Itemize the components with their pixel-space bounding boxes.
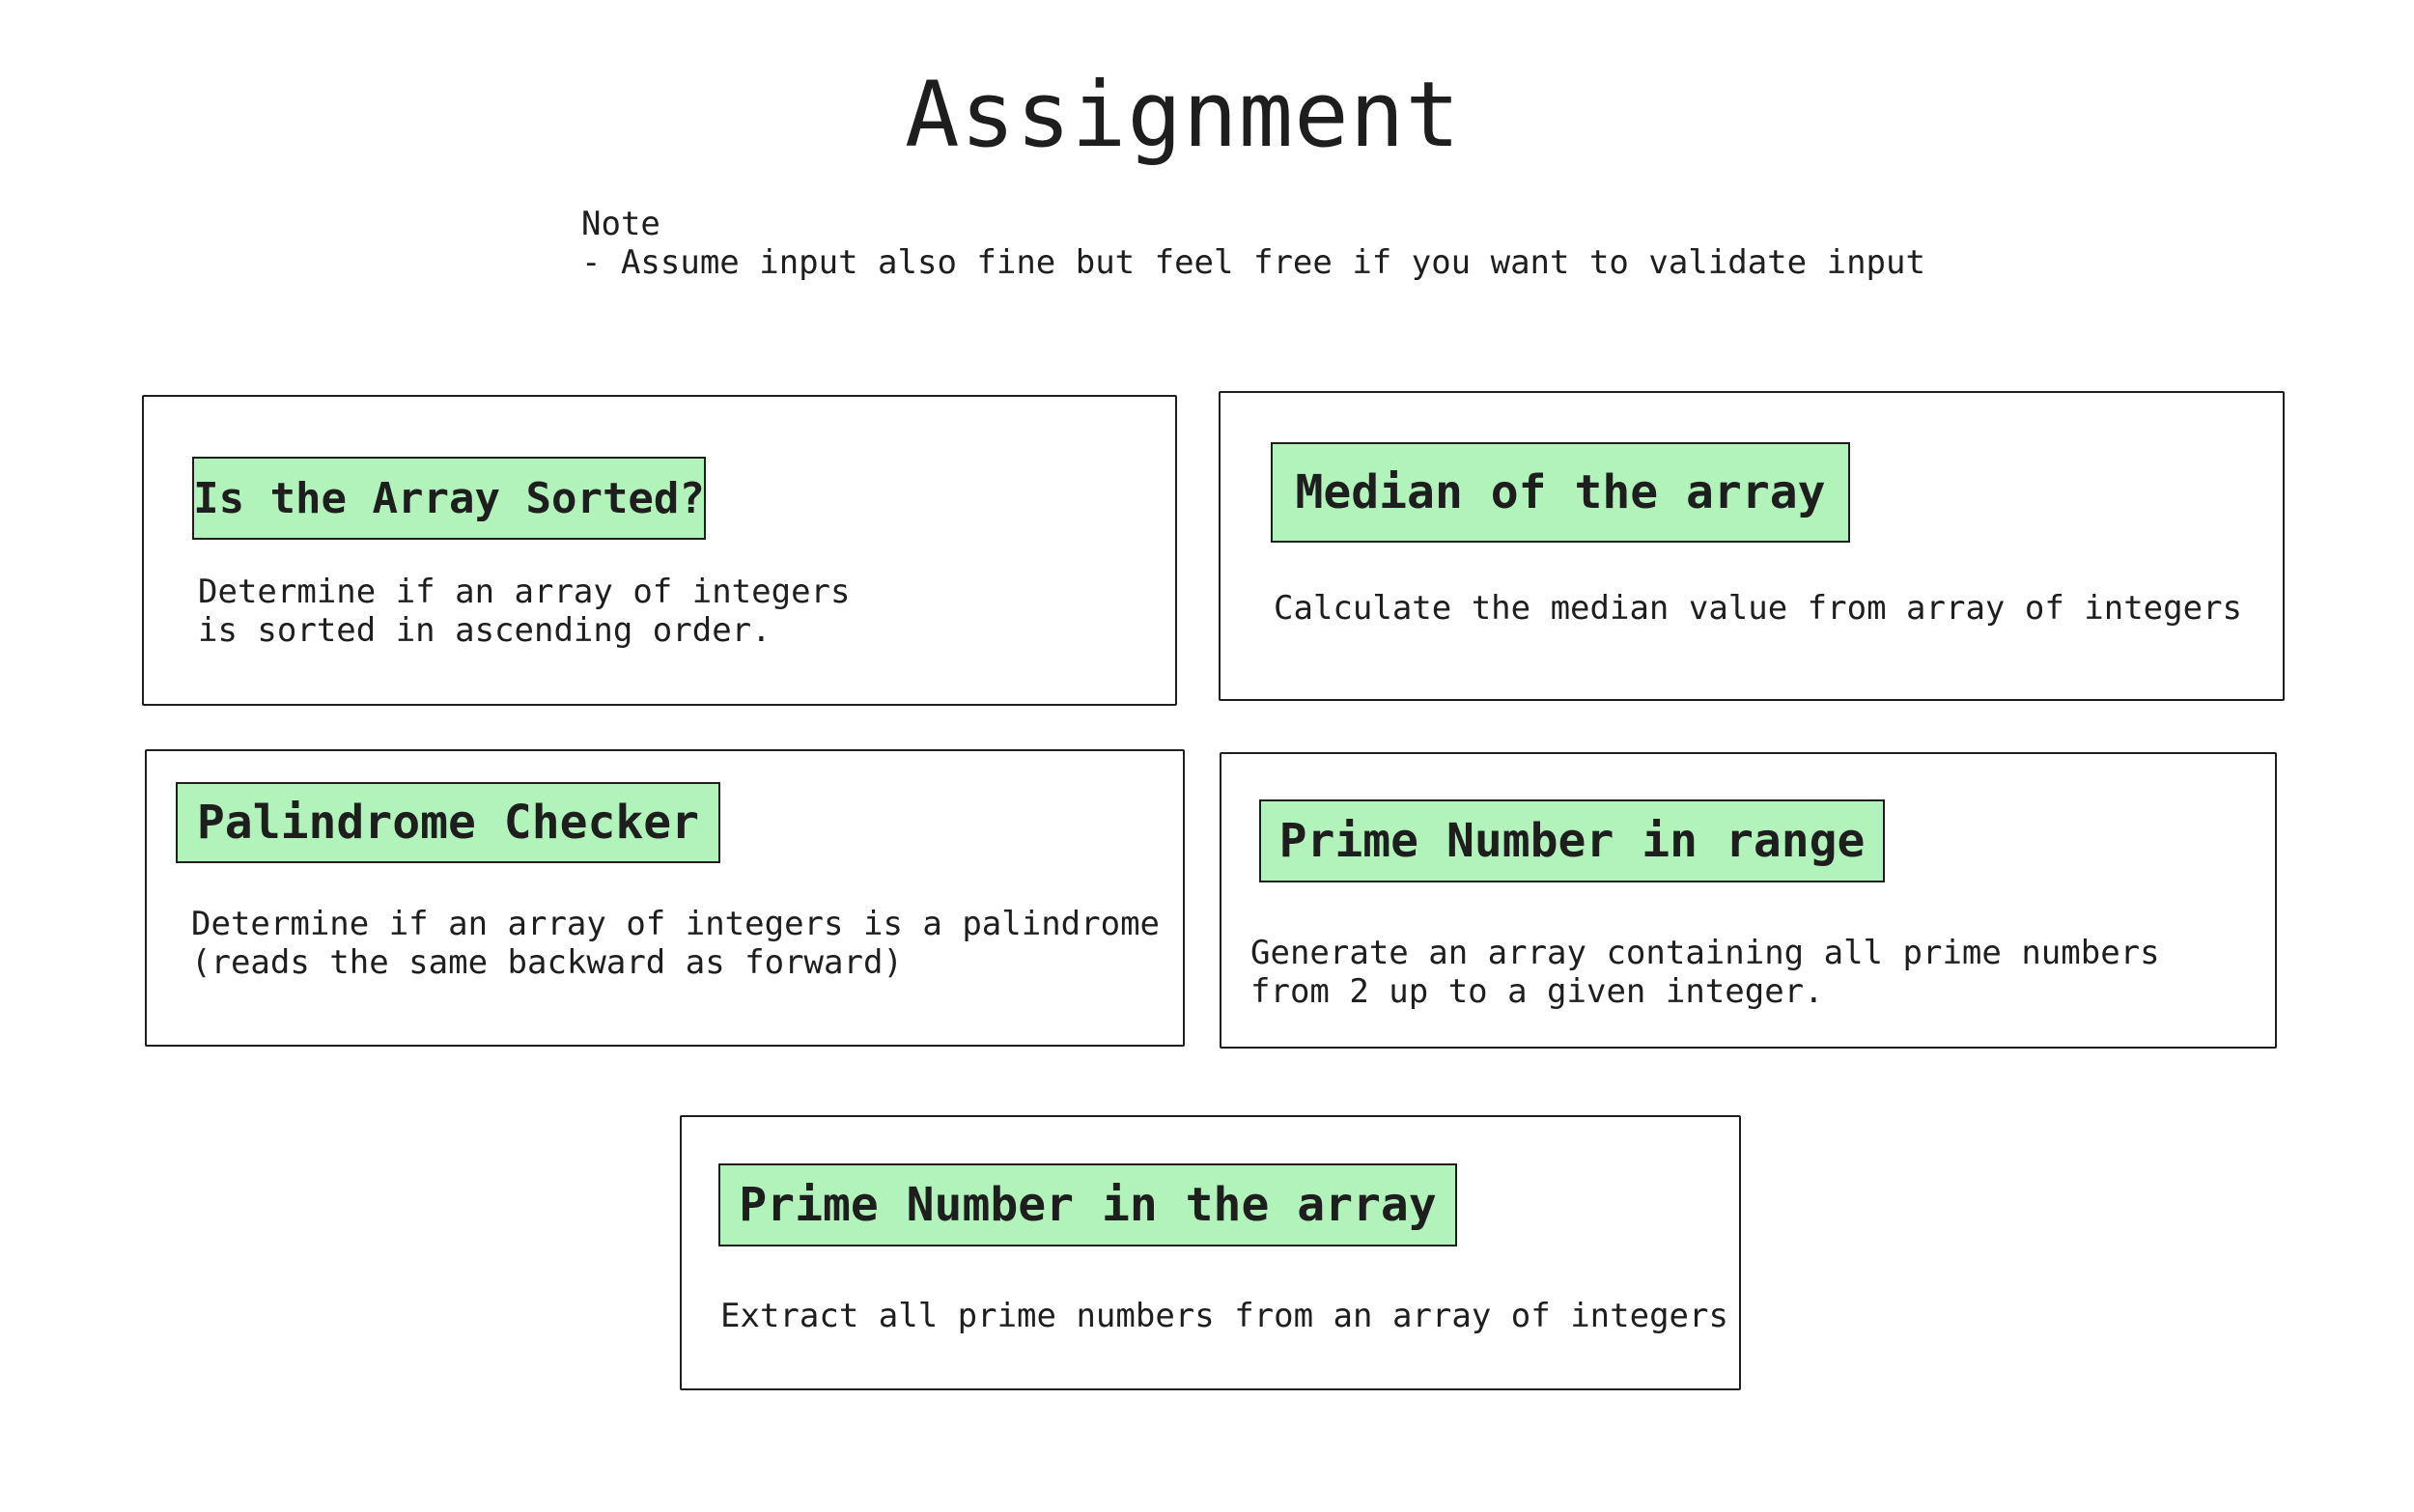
card-median[interactable]: Median of the array Calculate the median… xyxy=(1219,391,2285,701)
card-title: Median of the array xyxy=(1271,442,1850,543)
card-prime-array[interactable]: Prime Number in the array Extract all pr… xyxy=(680,1115,1741,1390)
card-description: Extract all prime numbers from an array … xyxy=(720,1297,1728,1335)
card-description: Determine if an array of integers is sor… xyxy=(198,573,851,650)
page-title: Assignment xyxy=(905,63,1461,168)
card-description: Determine if an array of integers is a p… xyxy=(191,905,1161,982)
card-description: Generate an array containing all prime n… xyxy=(1250,934,2160,1011)
card-palindrome[interactable]: Palindrome Checker Determine if an array… xyxy=(145,749,1185,1047)
note-line: - Assume input also fine but feel free i… xyxy=(581,243,1925,282)
card-title: Palindrome Checker xyxy=(176,782,720,863)
card-array-sorted[interactable]: Is the Array Sorted? Determine if an arr… xyxy=(142,395,1177,706)
card-title: Prime Number in range xyxy=(1259,799,1885,882)
card-prime-range[interactable]: Prime Number in range Generate an array … xyxy=(1220,752,2277,1049)
card-title: Prime Number in the array xyxy=(718,1163,1457,1246)
card-title: Is the Array Sorted? xyxy=(192,457,706,540)
note-block: Note - Assume input also fine but feel f… xyxy=(581,205,1925,282)
note-heading: Note xyxy=(581,205,660,243)
card-description: Calculate the median value from array of… xyxy=(1274,589,2243,628)
